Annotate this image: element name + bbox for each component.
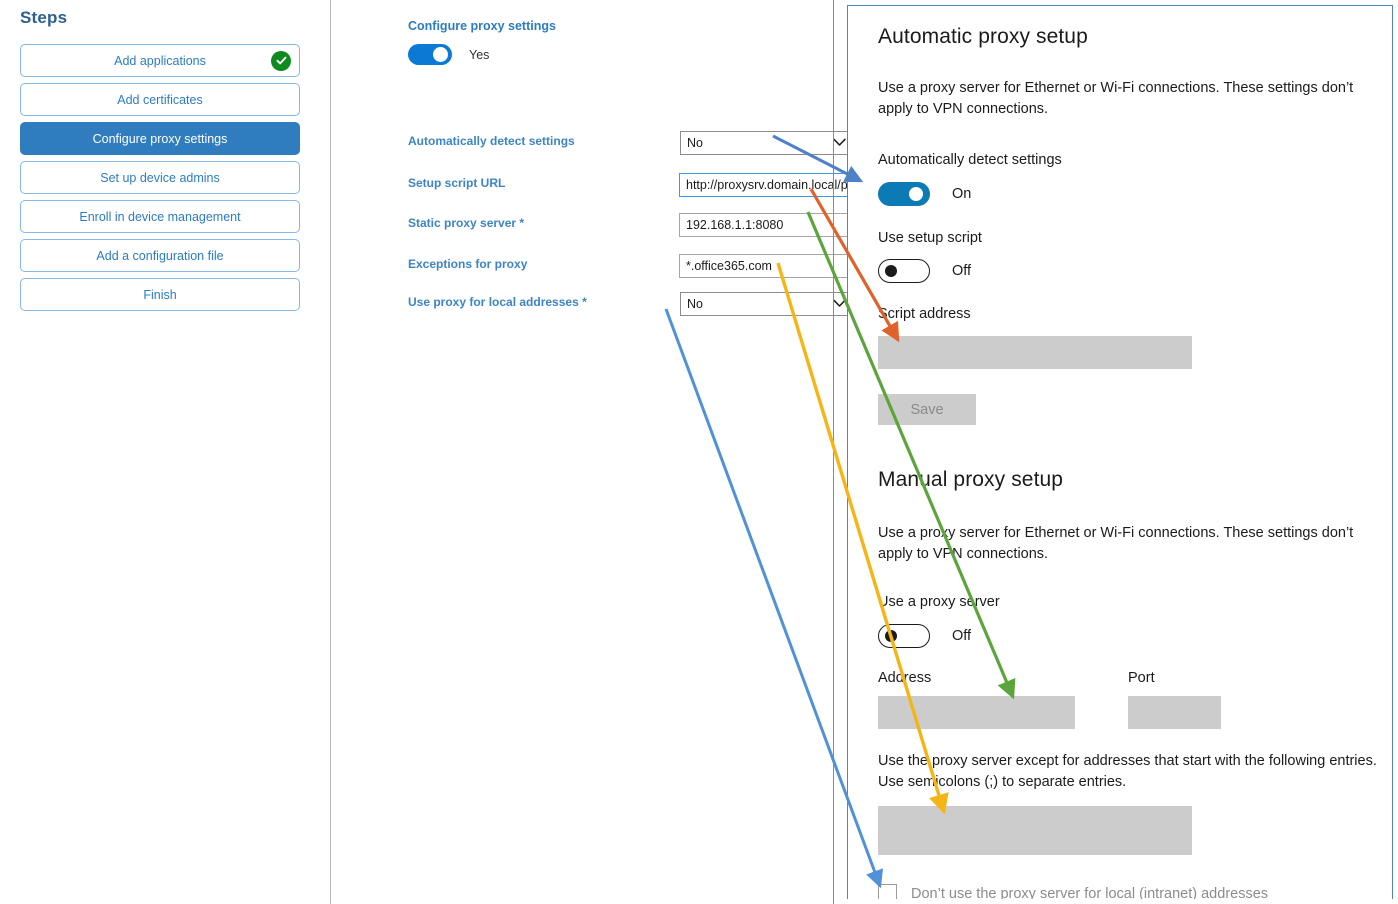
address-input[interactable] [878, 696, 1075, 729]
automatic-proxy-setup-heading: Automatic proxy setup [878, 25, 1088, 48]
chevron-down-icon [833, 136, 846, 150]
required-asterisk: * [578, 295, 587, 309]
step-label: Finish [143, 287, 177, 302]
steps-title: Steps [20, 8, 68, 27]
step-label: Add a configuration file [96, 248, 224, 263]
configure-proxy-toggle-row: Yes [408, 44, 489, 65]
step-item-add-applications[interactable]: Add applications [20, 44, 300, 77]
step-label: Set up device admins [100, 170, 220, 185]
toggle-knob [885, 630, 897, 642]
manual-proxy-setup-heading: Manual proxy setup [878, 468, 1064, 491]
select-value: No [687, 297, 703, 311]
step-item-set-up-device-admins[interactable]: Set up device admins [20, 161, 300, 194]
windows-proxy-settings-content: Automatic proxy setup Use a proxy server… [878, 6, 1392, 899]
toggle-state-label: On [952, 186, 972, 202]
toggle-knob [885, 265, 897, 277]
use-setup-script-toggle[interactable] [878, 259, 930, 283]
select-value: No [687, 136, 703, 150]
toggle-state-label: Off [952, 263, 972, 279]
steps-list: Add applications Add certificates Config… [20, 44, 300, 317]
form-heading: Configure proxy settings [408, 19, 556, 33]
proxy-exceptions-input[interactable] [878, 806, 1192, 855]
panel-divider [833, 0, 834, 904]
toggle-state-label: Off [952, 628, 972, 644]
automatic-proxy-setup-description: Use a proxy server for Ethernet or Wi-Fi… [878, 80, 1354, 117]
script-address-label: Script address [878, 306, 971, 322]
field-label: Automatically detect settings [408, 134, 575, 148]
step-label: Enroll in device management [79, 209, 241, 224]
toggle-knob [433, 47, 448, 62]
port-label: Port [1128, 670, 1155, 686]
field-control: No [680, 292, 854, 316]
field-label: Setup script URL [408, 176, 506, 190]
configure-proxy-toggle[interactable] [408, 44, 452, 65]
script-address-input[interactable] [878, 336, 1192, 369]
address-label: Address [878, 670, 932, 686]
step-item-add-certificates[interactable]: Add certificates [20, 83, 300, 116]
field-label: Use proxy for local addresses * [408, 295, 587, 309]
toggle-knob [909, 187, 923, 201]
windows-proxy-settings-panel: Automatic proxy setup Use a proxy server… [847, 5, 1393, 899]
step-label: Configure proxy settings [92, 131, 228, 146]
input-value: 192.168.1.1:8080 [686, 218, 784, 232]
local-addresses-checkbox-row: Don’t use the proxy server for local (in… [878, 884, 1268, 899]
checkbox-icon[interactable] [878, 884, 897, 899]
port-input[interactable] [1128, 696, 1221, 729]
save-button[interactable]: Save [878, 394, 976, 425]
automatically-detect-settings-select[interactable]: No [680, 131, 854, 155]
field-label: Static proxy server * [408, 216, 525, 230]
step-item-finish[interactable]: Finish [20, 278, 300, 311]
use-proxy-for-local-addresses-select[interactable]: No [680, 292, 854, 316]
automatically-detect-settings-toggle[interactable] [878, 182, 930, 206]
use-a-proxy-server-toggle-row: Off [878, 624, 971, 648]
step-item-configure-proxy-settings[interactable]: Configure proxy settings [20, 122, 300, 155]
steps-panel: Steps Add applications Add certificates … [0, 0, 331, 904]
use-setup-script-toggle-row: Off [878, 259, 971, 283]
step-item-enroll-in-device-management[interactable]: Enroll in device management [20, 200, 300, 233]
step-label: Add applications [114, 53, 206, 68]
automatically-detect-settings-label: Automatically detect settings [878, 152, 1062, 168]
input-value: *.office365.com [686, 259, 772, 273]
required-asterisk: * [516, 216, 525, 230]
proxy-exceptions-description: Use the proxy server except for addresse… [878, 753, 1377, 790]
proxy-form-panel: Configure proxy settings Yes Automatical… [331, 0, 897, 904]
chevron-down-icon [833, 297, 846, 311]
check-circle-icon [271, 50, 291, 71]
field-control: No [680, 131, 854, 155]
step-label: Add certificates [117, 92, 203, 107]
local-addresses-checkbox-label: Don’t use the proxy server for local (in… [911, 885, 1269, 900]
manual-proxy-setup-description: Use a proxy server for Ethernet or Wi-Fi… [878, 525, 1354, 562]
use-a-proxy-server-toggle[interactable] [878, 624, 930, 648]
field-label: Exceptions for proxy [408, 257, 528, 271]
configure-proxy-toggle-label: Yes [469, 47, 490, 62]
use-a-proxy-server-label: Use a proxy server [878, 594, 1000, 610]
use-setup-script-label: Use setup script [878, 230, 982, 246]
automatically-detect-settings-toggle-row: On [878, 182, 971, 206]
step-item-add-a-configuration-file[interactable]: Add a configuration file [20, 239, 300, 272]
